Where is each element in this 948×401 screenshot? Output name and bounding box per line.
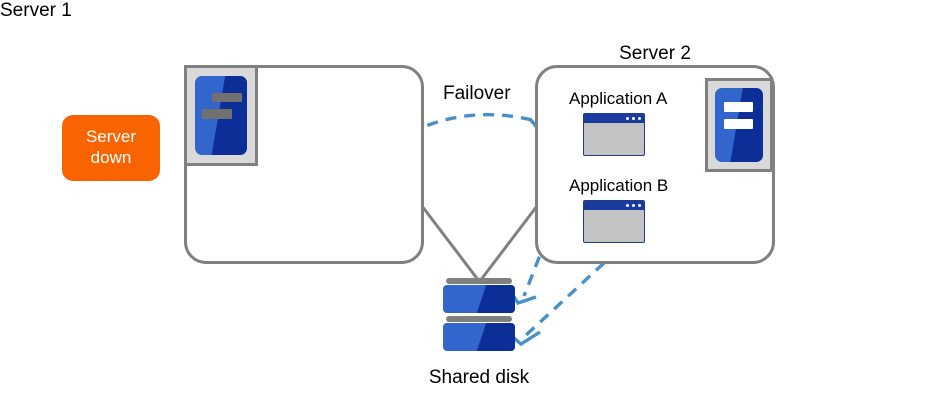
- server-chassis-graphic: [715, 88, 763, 162]
- app-window-dot: [631, 116, 635, 121]
- server-down-badge-line2: down: [90, 148, 132, 167]
- server2-title: Server 2: [619, 43, 691, 64]
- server-icon-bar-2: [723, 119, 754, 129]
- server-icon-bar-1: [723, 102, 754, 112]
- app-window-dot: [637, 203, 641, 208]
- shared-disk-label: Shared disk: [428, 367, 530, 388]
- server-icon-bar-1: [212, 92, 242, 103]
- app-window-dot: [631, 203, 635, 208]
- app-window-titlebar: [584, 201, 644, 210]
- app-window-dot: [625, 203, 629, 208]
- server-chassis-graphic: [195, 76, 247, 155]
- app-window-icon: [583, 200, 645, 243]
- server-down-badge-line1: Server: [85, 127, 137, 147]
- app-window-dot: [637, 116, 641, 121]
- server1-title: Server 1: [0, 0, 72, 21]
- app-window-dot: [625, 116, 629, 121]
- application-a-label: Application A: [569, 89, 668, 108]
- server-down-icon: [184, 65, 258, 166]
- app-window-titlebar: [584, 114, 644, 123]
- app-window-icon: [583, 113, 645, 156]
- disk-separator-bar: [446, 278, 512, 284]
- disk-platter: [443, 323, 515, 351]
- shared-disk-icon: [443, 278, 515, 354]
- arrow-app-b-to-disk: [522, 248, 620, 339]
- server-icon-bar-2: [202, 109, 232, 119]
- server-down-badge: Server down: [62, 115, 160, 181]
- server-active-icon: [705, 78, 773, 172]
- disk-platter: [443, 285, 515, 313]
- application-b-label: Application B: [569, 176, 669, 195]
- disk-separator-bar: [446, 316, 512, 322]
- failover-arrow-path: [409, 112, 541, 135]
- failover-label: Failover: [443, 83, 511, 104]
